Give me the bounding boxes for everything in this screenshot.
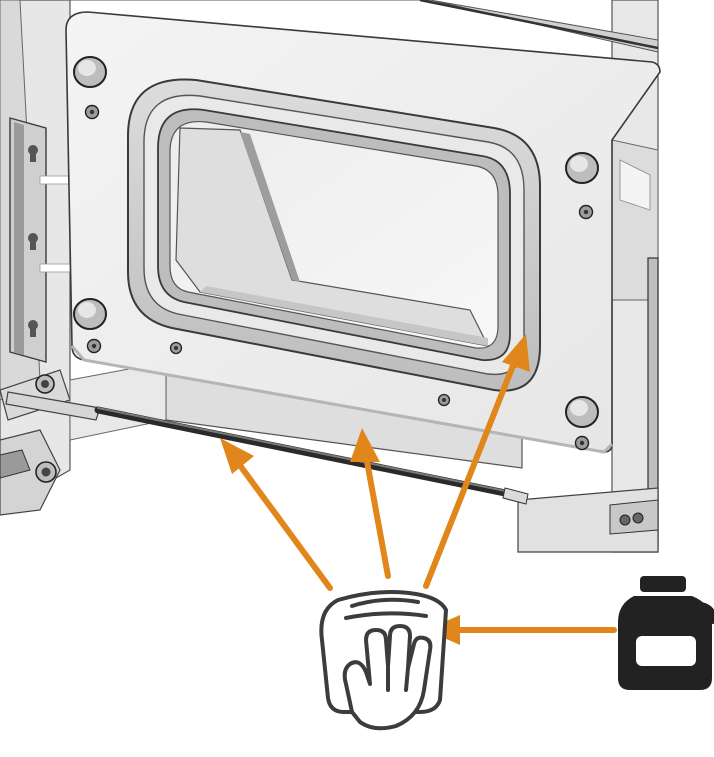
panel-screw-6 (437, 393, 451, 407)
panel-screw-3 (578, 204, 594, 220)
cleaning-cloth-hand-icon (319, 590, 448, 731)
panel-screw-4 (574, 435, 590, 451)
panel-button-top-left (73, 56, 107, 88)
panel-screw-5 (169, 341, 183, 355)
door-seal-strip (94, 406, 529, 505)
arrow-agent-to-cloth (426, 615, 617, 645)
keyhole-slot-3 (28, 320, 38, 337)
viewing-window (127, 78, 541, 392)
right-side-housing (517, 0, 659, 553)
panel-button-top-right (565, 152, 599, 184)
arrow-to-window-gasket (423, 334, 530, 589)
panel-button-bottom-right (565, 396, 599, 428)
panel-screw-1 (84, 104, 100, 120)
keyhole-slot-2 (28, 233, 38, 250)
top-housing-edge (70, 0, 659, 53)
panel-screw-2 (86, 338, 102, 354)
hinge-bolt-upper (35, 374, 55, 394)
left-side-housing (0, 0, 71, 516)
keyhole-slot-1 (28, 145, 38, 162)
cleaning-agent-bottle-icon (618, 576, 714, 690)
hinge-bolt-lower (35, 461, 57, 483)
panel-button-bottom-left (73, 298, 107, 330)
arrow-to-seal-left (220, 438, 333, 591)
arrow-to-seal-middle (350, 428, 391, 579)
